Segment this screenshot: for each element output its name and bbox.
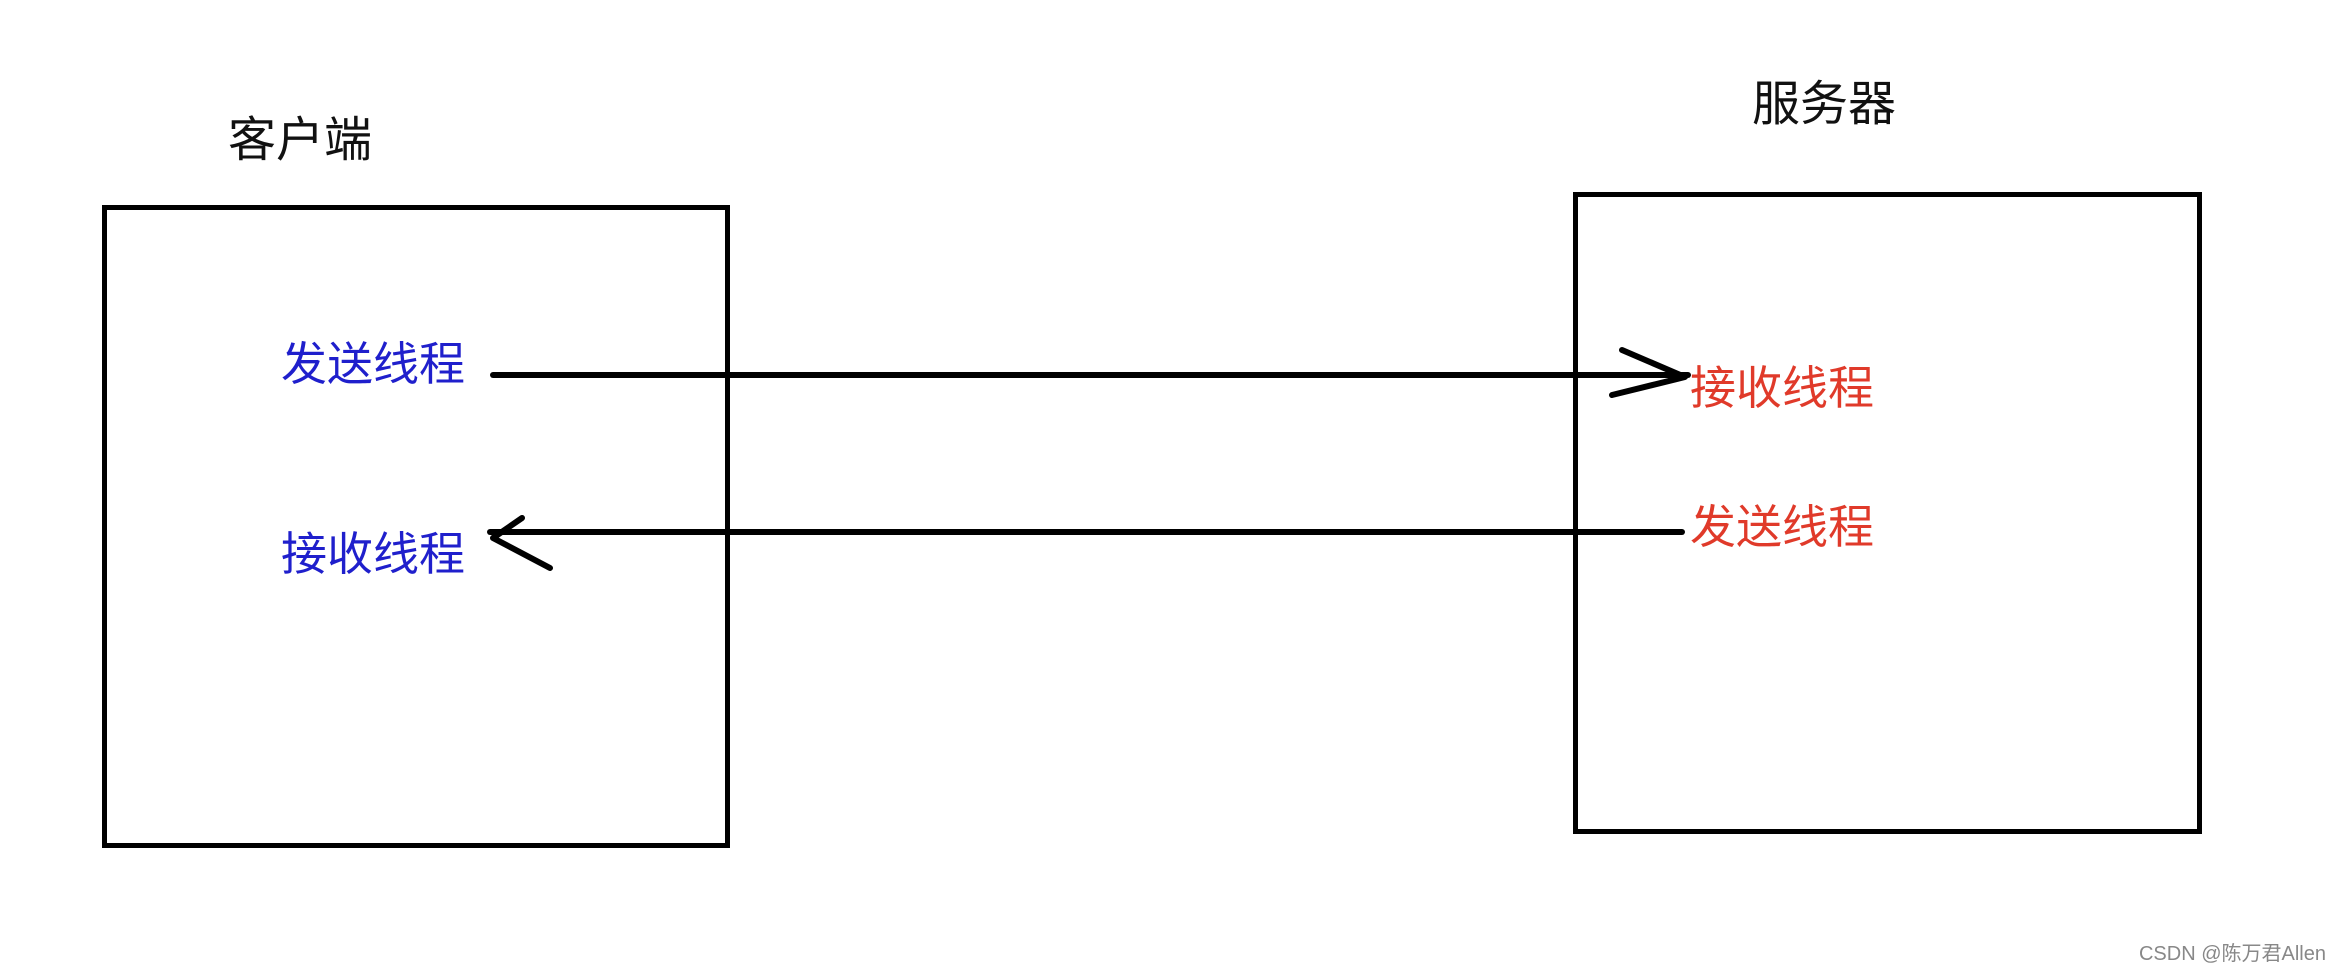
arrow-client-to-server-head xyxy=(1609,347,1688,398)
client-recv-thread-label: 接收线程 xyxy=(281,527,465,581)
client-title: 客户端 xyxy=(228,112,373,168)
server-recv-thread-label: 接收线程 xyxy=(1690,361,1874,415)
server-title: 服务器 xyxy=(1752,76,1897,132)
client-box xyxy=(102,205,730,848)
client-send-thread-label: 发送线程 xyxy=(281,337,465,391)
arrow-server-to-client-head xyxy=(490,515,553,571)
csdn-watermark: CSDN @陈万君Allen xyxy=(2138,943,2326,965)
server-send-thread-label: 发送线程 xyxy=(1690,500,1874,554)
server-box xyxy=(1573,192,2202,834)
